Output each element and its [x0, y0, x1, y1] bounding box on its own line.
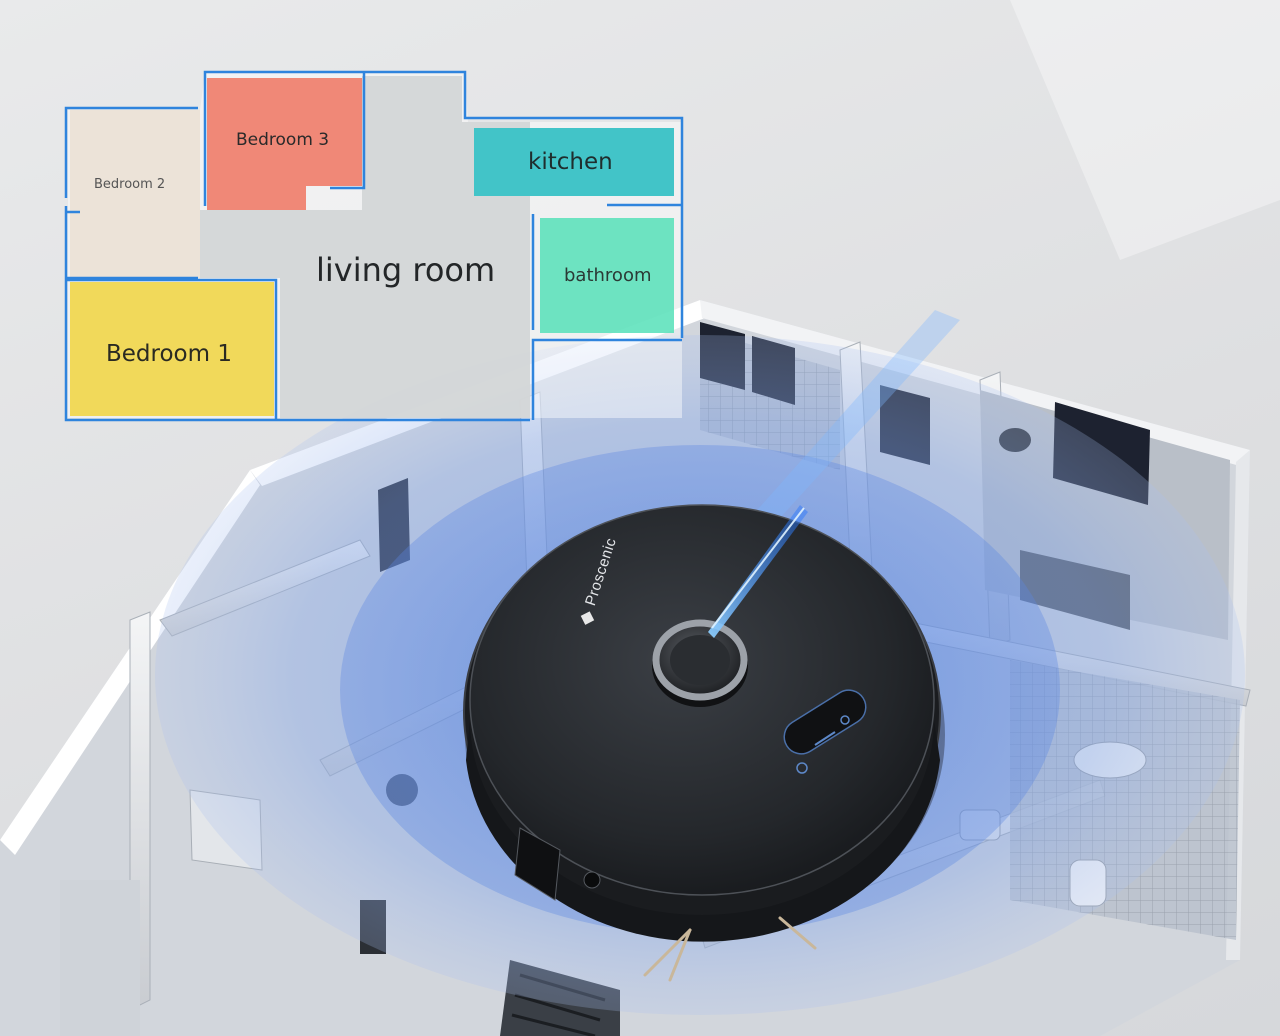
label-living-room: living room — [316, 251, 495, 289]
bumper-front — [514, 827, 601, 901]
laser-beam — [708, 505, 808, 638]
map-walls — [64, 70, 684, 422]
room-bedroom-1 — [70, 282, 274, 416]
room-living-room — [200, 76, 530, 418]
label-bedroom-1: Bedroom 1 — [106, 341, 232, 367]
side-brush — [643, 916, 817, 982]
floor-map: Bedroom 2 Bedroom 3 kitchen living room … — [64, 70, 684, 422]
label-bedroom-3: Bedroom 3 — [236, 130, 329, 150]
room-bedroom-3 — [207, 78, 362, 210]
label-kitchen: kitchen — [528, 149, 613, 175]
label-bedroom-2: Bedroom 2 — [94, 177, 165, 192]
light-streak — [1010, 0, 1280, 260]
lidar-turret — [652, 619, 748, 707]
room-bedroom-2 — [70, 110, 200, 278]
robot-vacuum: Proscenic — [463, 504, 945, 982]
control-panel — [783, 689, 867, 774]
label-bathroom: bathroom — [564, 265, 652, 286]
room-kitchen — [474, 128, 674, 196]
room-bathroom — [540, 218, 674, 333]
